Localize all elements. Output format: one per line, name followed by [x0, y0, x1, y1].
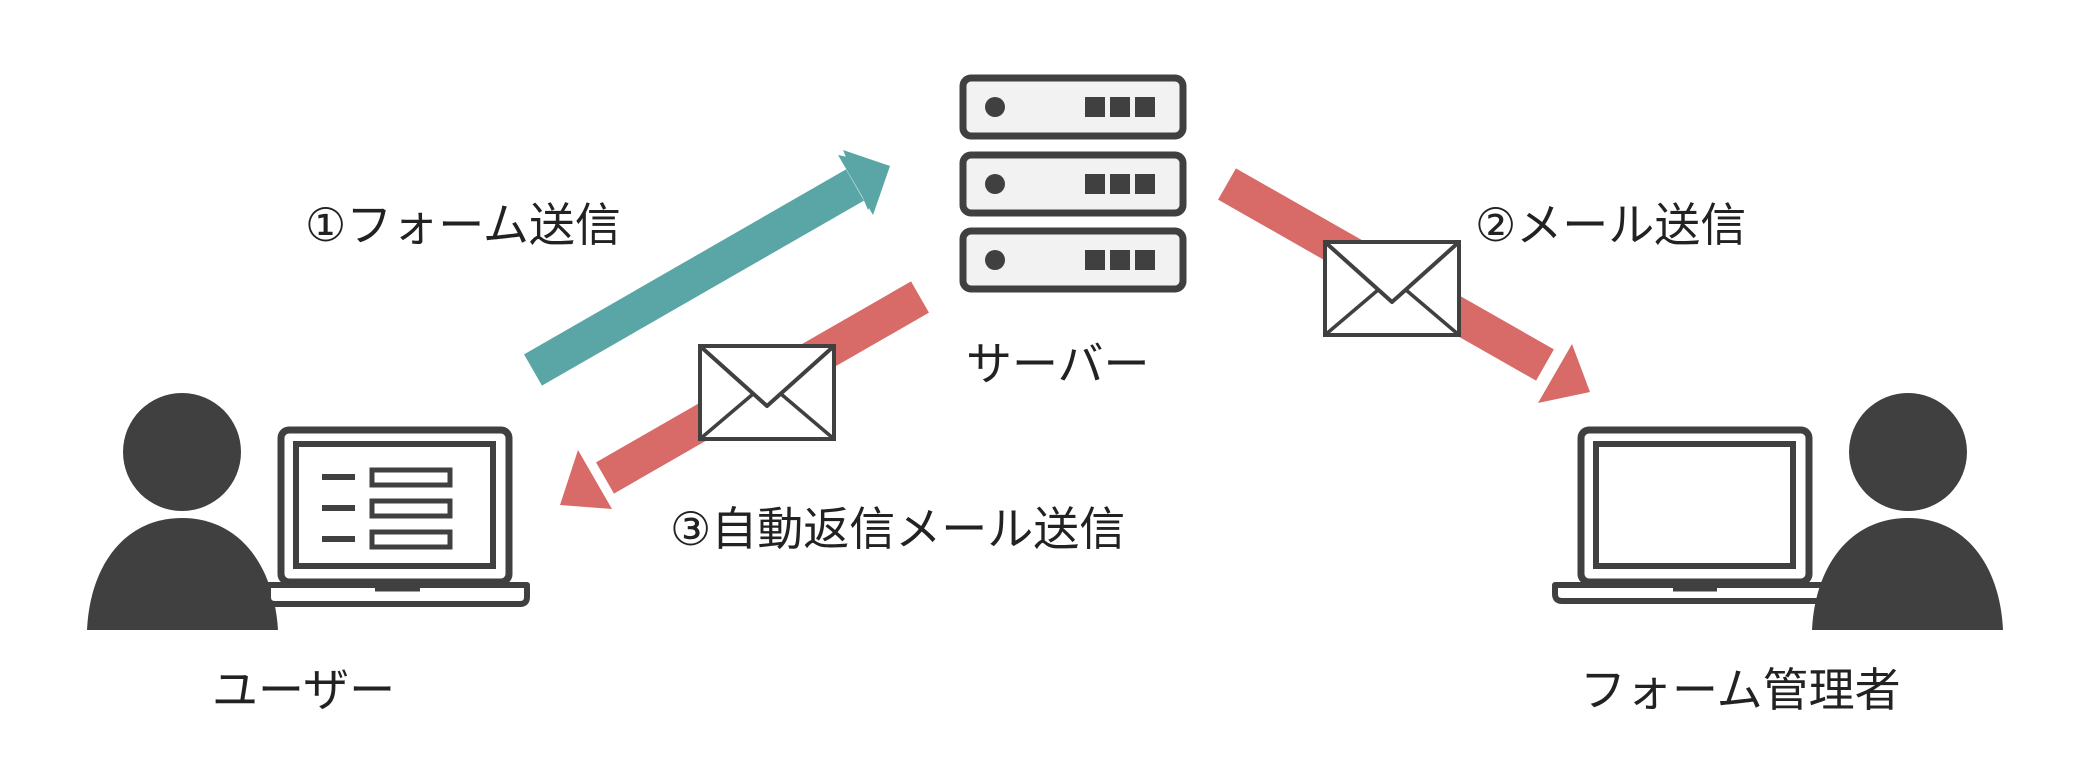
label-server: サーバー [966, 337, 1150, 391]
label-auto-reply: ③自動返信メール送信 [670, 502, 1126, 556]
label-form-admin: フォーム管理者 [1580, 663, 1901, 717]
envelope-icon [1323, 240, 1461, 337]
arrow-form-submit [524, 150, 890, 386]
person-icon [87, 393, 278, 630]
label-user: ユーザー [212, 663, 396, 717]
envelope-icon [698, 344, 836, 441]
person-icon [1812, 393, 2003, 630]
laptop-form-icon [265, 426, 530, 607]
label-mail-send: ②メール送信 [1475, 198, 1747, 252]
label-form-submit: ①フォーム送信 [305, 198, 621, 252]
laptop-icon [1552, 426, 1838, 604]
server-icon [959, 74, 1187, 293]
